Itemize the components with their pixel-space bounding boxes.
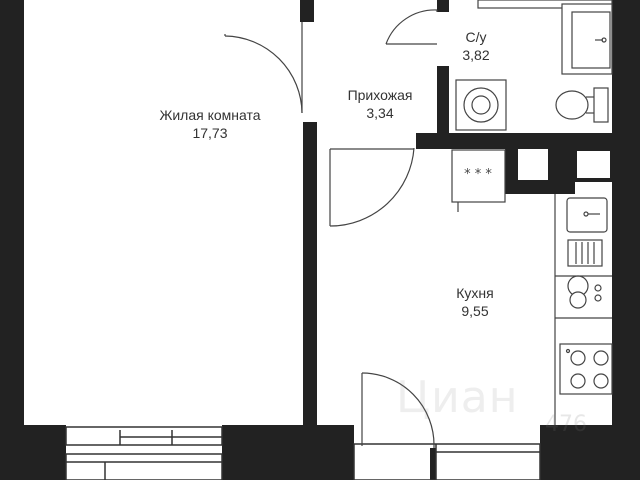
- bath-label: С/у 3,82: [446, 28, 506, 64]
- outer-wall-left: [0, 0, 24, 480]
- living-room-label: Жилая комната 17,73: [140, 106, 280, 142]
- shaft-cutouts: [518, 147, 614, 182]
- wall-top-stub-mid: [437, 0, 449, 12]
- partition-bath-hall: [437, 66, 449, 134]
- bath-name: С/у: [465, 29, 487, 45]
- kitchen-label: Кухня 9,55: [440, 284, 510, 320]
- wall-top-stub-left: [300, 0, 314, 22]
- wall-top-right-block: [612, 0, 640, 40]
- stove-top-marks: * * *: [464, 167, 492, 182]
- door-kitchen-swing: [329, 147, 415, 227]
- kitchen-fixtures: [451, 149, 613, 425]
- watermark-logo: Циан: [396, 372, 519, 423]
- wall-bottom-right: [540, 425, 612, 480]
- door-bath-swing: [385, 9, 438, 45]
- sink-kitchen-icon: [566, 197, 608, 233]
- doors: [224, 9, 438, 448]
- radiator-icon: [567, 275, 602, 309]
- partition-living-hall: [303, 122, 317, 430]
- kitchen-name: Кухня: [456, 285, 494, 301]
- door-balcony-swing: [361, 372, 435, 447]
- kitchen-area: 9,55: [461, 303, 489, 319]
- living-window: [65, 426, 223, 446]
- shaft-wall-2: [555, 148, 575, 194]
- living-room-area: 17,73: [192, 125, 228, 141]
- wall-bottom-left: [24, 425, 66, 480]
- toilet-icon: [555, 87, 609, 123]
- kitchen-window: [353, 443, 541, 480]
- wall-bottom-mid: [222, 425, 354, 480]
- stove-icon: [559, 343, 613, 395]
- living-sill: [65, 453, 223, 480]
- fridge: [451, 149, 506, 212]
- living-room-name: Жилая комната: [159, 107, 261, 123]
- windows: [65, 426, 541, 480]
- bath-area: 3,82: [462, 47, 490, 63]
- hall-area: 3,34: [366, 105, 394, 121]
- wall-bottom-doorpost: [430, 448, 436, 480]
- outer-wall-right: [612, 0, 640, 480]
- watermark-number: 476: [545, 412, 587, 437]
- washing-machine-icon: [455, 79, 507, 131]
- dishwasher-icon: [567, 239, 603, 267]
- bath-fixtures: [455, 0, 613, 131]
- partition-bath-kitchen: [416, 133, 612, 149]
- hall-label: Прихожая 3,34: [330, 86, 430, 122]
- door-living-swing: [224, 35, 303, 114]
- hall-name: Прихожая: [347, 87, 413, 103]
